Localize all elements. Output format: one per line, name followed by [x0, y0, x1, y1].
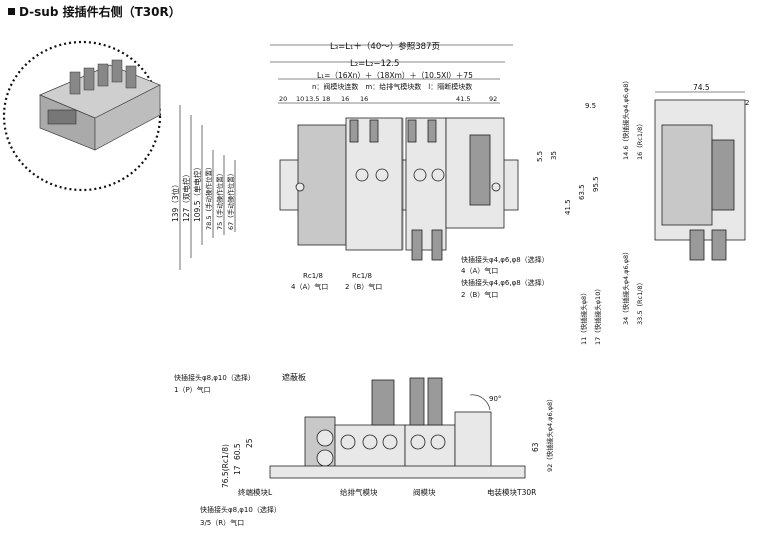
- end-block-label: 终端模块L: [238, 487, 273, 497]
- section-title-text: D-sub 接插件右侧（T30R）: [19, 5, 181, 19]
- port-b-rc-label: 2（B）气口: [345, 282, 382, 291]
- dim-95-5: 95.5: [592, 176, 600, 192]
- seg-92: 92: [489, 95, 497, 103]
- bottom-qc-top: 快插接头φ8,φ10（选择）: [174, 373, 255, 382]
- dim-109-5: 109.5（单电控）: [192, 163, 202, 222]
- dim-41-5: 41.5: [564, 199, 572, 215]
- port-b-qc-label: 2（B）气口: [461, 290, 498, 299]
- front-view: [279, 117, 519, 261]
- elec-block-label: 电装模块T30R: [487, 487, 536, 497]
- bottom-view: [269, 377, 526, 479]
- l2-label: L₂=L₂−12.5: [350, 59, 399, 69]
- seg-16b: 16: [360, 95, 368, 103]
- supply-block-label: 给排气模块: [340, 487, 378, 497]
- dim-5-5: 5.5: [536, 151, 544, 162]
- side-thickness: 2: [745, 99, 749, 107]
- side-v6: 11（快插接头φ8）: [579, 289, 588, 345]
- dim-35: 35: [550, 151, 558, 160]
- cover-plate-label: 遮蔽板: [282, 372, 306, 382]
- dim-67: 67（手动操作位置）: [226, 170, 235, 230]
- dim-139: 139（3位）: [170, 180, 180, 222]
- port-b-rc-spec: Rc1/8: [352, 272, 372, 280]
- seg-20: 20: [279, 95, 287, 103]
- port-a-rc-spec: Rc1/8: [303, 272, 323, 280]
- dim-78-5: 78.5（手动操作位置）: [204, 164, 213, 230]
- section-title: D-sub 接插件右侧（T30R）: [8, 3, 181, 20]
- seg-10: 10: [296, 95, 304, 103]
- seg-13-5: 13.5: [305, 95, 319, 103]
- side-v1: 14.6（快插接头φ4,φ6,φ8）: [621, 77, 630, 160]
- bottom-qc-bottom: 快插接头φ8,φ10（选择）: [200, 505, 281, 514]
- dim-75: 75（手动操作位置）: [215, 170, 224, 230]
- front-right-dimensions: 9.5 5.5 35 95.5 41.5 63.5: [536, 102, 600, 215]
- side-v3: 34（快插接头φ4,φ6,φ8）: [621, 248, 630, 325]
- dim-92: 92（快插接头φ4,φ6,φ8）: [545, 395, 554, 472]
- side-v2: 16（Rc1/8）: [636, 120, 644, 160]
- angle-90: 90°: [489, 395, 501, 403]
- side-v5: 17（快插接头φ10）: [593, 285, 602, 345]
- seg-18: 18: [322, 95, 330, 103]
- port-b-qc-spec: 快插接头φ4,φ6,φ8（选择）: [461, 278, 549, 287]
- valve-block-label: 阀模块: [413, 487, 436, 497]
- dim-9-5: 9.5: [585, 102, 596, 110]
- l1-label: L₁=（16Xn）＋（18Xm）＋（10.5Xl）＋75: [317, 71, 473, 80]
- product-photo: [2, 40, 162, 192]
- port-a-qc-label: 4（A）气口: [461, 266, 498, 275]
- seg-16a: 16: [341, 95, 349, 103]
- port-a-qc-spec: 快插接头φ4,φ6,φ8（选择）: [461, 255, 549, 264]
- dim-25: 25: [245, 438, 254, 448]
- dim-17: 17: [233, 465, 242, 475]
- bottom-r-port: 3/5（R）气口: [200, 518, 244, 527]
- side-v4: 33.5（Rc1/8）: [636, 279, 644, 325]
- side-view: 74.5 2 14.6（快插接头φ4,φ6,φ8） 16（Rc1/8） 34（快…: [579, 77, 749, 345]
- top-dimensions: L₃=L₁＋（40～）参照387页 L₂=L₂−12.5 L₁=（16Xn）＋（…: [270, 41, 513, 104]
- bottom-labels: 快插接头φ8,φ10（选择） 1（P）气口 遮蔽板 90° 76.5(Rc1/8…: [174, 372, 554, 527]
- dim-76-5: 76.5(Rc1/8): [221, 444, 230, 488]
- dim-63: 63: [531, 442, 540, 452]
- dim-60-5: 60.5: [233, 443, 242, 460]
- seg-41-5: 41.5: [456, 95, 470, 103]
- bottom-p-port: 1（P）气口: [174, 385, 211, 394]
- dim-127: 127（双电控）: [181, 170, 191, 222]
- port-a-rc-label: 4（A）气口: [291, 282, 328, 291]
- l3-label: L₃=L₁＋（40～）参照387页: [330, 41, 440, 52]
- side-width: 74.5: [693, 83, 710, 92]
- dim-63-5: 63.5: [578, 184, 586, 200]
- left-dimensions: 139（3位） 127（双电控） 109.5（单电控） 78.5（手动操作位置）…: [170, 105, 236, 270]
- bullet-icon: [8, 8, 15, 15]
- front-port-labels: Rc1/8 4（A）气口 Rc1/8 2（B）气口 快插接头φ4,φ6,φ8（选…: [291, 255, 549, 299]
- nml-label: n：阀模块连数 m：给排气模块数 l：隔断模块数: [312, 82, 472, 91]
